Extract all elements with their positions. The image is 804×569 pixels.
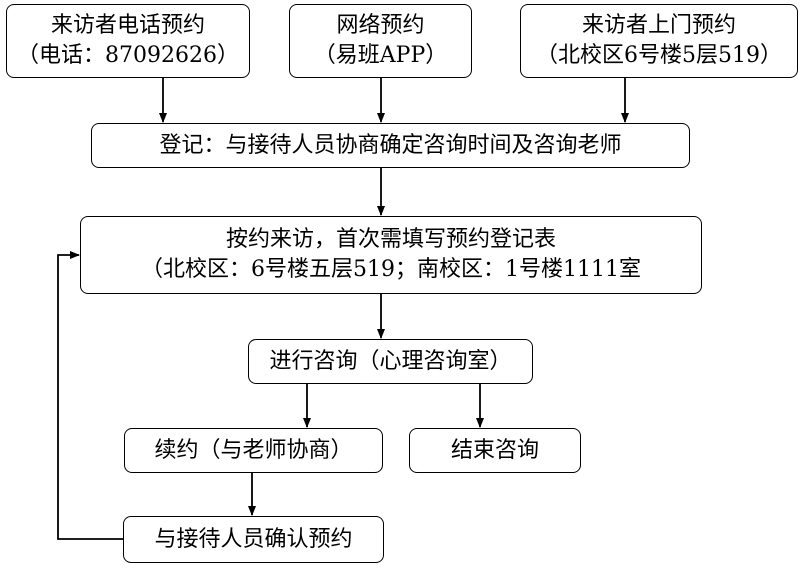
phone-appointment-number: （电话：87092626） (17, 43, 239, 68)
online-appointment-platform: （易班APP） (313, 43, 448, 68)
end-consult-box: 结束咨询 (409, 428, 581, 473)
visit-appointment-box: 来访者上门预约 （北校区6号楼5层519） (520, 4, 798, 78)
consult-text: 进行咨询（心理咨询室） (269, 348, 512, 374)
continue-box: 续约（与老师协商） (124, 428, 383, 473)
consult-box: 进行咨询（心理咨询室） (248, 339, 533, 384)
visit-appointment-title: 来访者上门预约 (581, 13, 736, 38)
confirm-appointment-box: 与接待人员确认预约 (123, 516, 384, 563)
first-visit-box: 按约来访，首次需填写预约登记表 （北校区：6号楼五层519；南校区：1号楼111… (80, 216, 702, 294)
first-visit-title: 按约来访，首次需填写预约登记表 (225, 227, 556, 252)
phone-appointment-box: 来访者电话预约 （电话：87092626） (6, 4, 250, 78)
confirm-appointment-text: 与接待人员确认预约 (154, 526, 353, 552)
first-visit-locations: （北校区：6号楼五层519；南校区：1号楼1111室 (141, 257, 641, 282)
register-text: 登记：与接待人员协商确定咨询时间及咨询老师 (159, 132, 622, 158)
end-consult-text: 结束咨询 (450, 437, 539, 463)
online-appointment-title: 网络预约 (336, 13, 425, 38)
register-box: 登记：与接待人员协商确定咨询时间及咨询老师 (91, 123, 690, 168)
phone-appointment-title: 来访者电话预约 (50, 13, 205, 38)
visit-appointment-location: （北校区6号楼5层519） (536, 43, 782, 68)
online-appointment-box: 网络预约 （易班APP） (289, 4, 472, 78)
continue-text: 续约（与老师协商） (154, 437, 353, 463)
arrow-confirm-loop-back-to-first-visit (57, 251, 123, 540)
